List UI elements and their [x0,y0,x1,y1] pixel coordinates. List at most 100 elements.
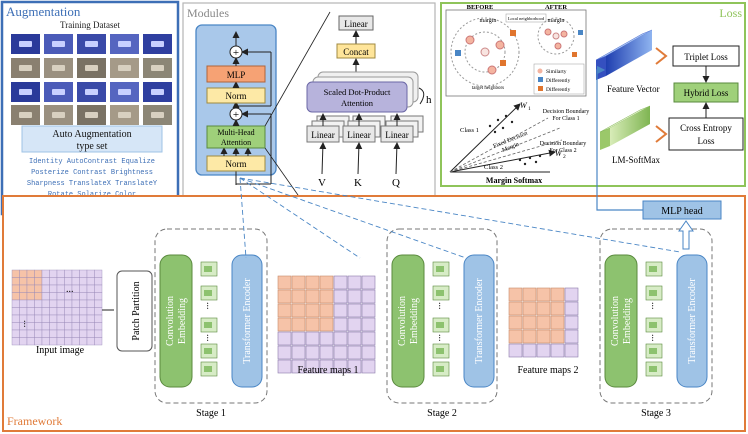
svg-text:+: + [233,47,239,59]
auto-aug-line2: type set [77,141,108,152]
feature-vector-label: Feature Vector [607,84,660,94]
triplet-loss-label: Triplet Loss [684,52,728,62]
linear-label: Linear [311,130,334,140]
svg-text:...: ... [66,284,74,295]
loss-title: Loss [719,6,742,20]
chevron-right-icon [655,47,668,65]
convolution-embedding-box [391,254,425,388]
mha-line2: Attention [221,138,251,147]
training-image-thumbnail [44,34,73,54]
stage1-container [154,228,268,404]
margin-softmax-label: Margin Softmax [486,176,542,185]
cross-entropy-loss-box [668,117,744,151]
training-image-thumbnail [110,105,139,125]
class2-label: Class 2 [484,164,503,171]
chevron-right-icon [655,125,668,143]
svg-text:...: ... [436,334,447,342]
concat-label: Concat [343,47,369,57]
patch-partition-label: Patch Partition [131,281,142,340]
conv-embedding-label: Embedding [409,298,420,344]
local-neighborhood-label: Local neighborhood [508,16,545,21]
mha-line1: Multi-Head [217,128,254,137]
w2-sub: 2 [563,154,566,160]
stage2-label: Stage 2 [427,408,457,419]
linear-label: Linear [385,130,408,140]
framework-panel: Framework ...... Input image Patch Parti… [2,65,746,432]
mlp-head-label: MLP head [661,206,703,217]
transformer-encoder-label: Transformer Encoder [687,278,698,364]
hybrid-loss-label: Hybrid Loss [684,88,729,98]
framework-title: Framework [7,414,62,428]
mlp-label: MLP [227,70,246,80]
input-image-grid: ...... [11,269,103,346]
stage2-container [386,228,498,404]
loss-panel: Loss BEFORE AFTER margin Local neighborh… [440,2,746,187]
stage3-label: Stage 3 [641,408,671,419]
q-label: Q [392,177,400,189]
sdpa-line1: Scaled Dot-Product [324,87,391,97]
legend-similarity: Similarty [546,69,567,75]
linear-projections: Linear Linear Linear [306,113,424,175]
training-image-thumbnail [44,105,73,125]
norm-top-label: Norm [226,91,247,101]
conv-embedding-label: Embedding [177,298,188,344]
input-image-label: Input image [36,345,85,356]
augmentation-panel: Augmentation Training Dataset Auto Augme… [0,0,180,216]
conv-embedding-label: Convolution [610,296,621,346]
svg-text:...: ... [649,302,660,310]
db2-line2: For Class 2 [549,148,576,154]
svg-text:...: ... [204,334,215,342]
transformer-encoder-label: Transformer Encoder [474,278,485,364]
training-image-thumbnail [77,82,106,102]
transformer-encoder-label: Transformer Encoder [242,278,253,364]
svg-text:...: ... [21,320,32,328]
w2-label: W [555,149,563,158]
convolution-embedding-box [604,254,638,388]
linear-label: Linear [347,130,370,140]
transformer-encoder-box [231,254,263,388]
svg-text:...: ... [204,302,215,310]
patch-partition-box [116,270,153,352]
ce-loss-line1: Cross Entropy [680,123,732,133]
norm-bottom-label: Norm [226,159,247,169]
legend-differently-1: Differently [546,77,571,84]
db1-line2: For Class 1 [552,116,579,122]
modules-title: Modules [187,6,229,20]
training-image-thumbnail [44,82,73,102]
training-image-thumbnail [143,58,172,78]
training-image-thumbnail [44,58,73,78]
class1-label: Class 1 [460,127,479,134]
stage1-label: Stage 1 [196,408,226,419]
lm-softmax-label: LM-SoftMax [612,155,660,165]
scaled-dot-product-attention-box [306,81,408,113]
modules-panel: Modules Norm Multi-Head Attention + Norm… [182,2,436,215]
training-image-thumbnail [77,58,106,78]
ce-loss-line2: Loss [697,136,715,146]
v-label: V [318,177,326,189]
training-image-thumbnail [143,34,172,54]
feature-maps-2-grid [508,287,579,358]
training-image-thumbnail [11,58,40,78]
auto-aug-line1: Auto Augmentation [52,129,131,140]
feature-vector-bar [606,30,652,76]
conv-embedding-label: Convolution [165,296,176,346]
transformer-encoder-box [463,254,495,388]
margin-label-after: margin [548,18,565,24]
legend-differently-2: Differently [546,86,571,93]
training-image-thumbnail [110,34,139,54]
linear-top-label: Linear [344,19,367,29]
sdpa-line2: Attention [341,98,374,108]
stage3-container [599,228,713,404]
training-thumbnails [11,34,172,125]
svg-text:...: ... [436,302,447,310]
k-label: K [354,177,362,189]
training-image-thumbnail [11,34,40,54]
transformer-encoder-box [676,254,708,388]
feature-maps-1-label: Feature maps 1 [297,365,358,376]
training-dataset-label: Training Dataset [60,20,120,30]
margin-label: margin [480,18,497,24]
training-image-thumbnail [110,82,139,102]
svg-text:+: + [233,109,239,121]
training-image-thumbnail [143,82,172,102]
